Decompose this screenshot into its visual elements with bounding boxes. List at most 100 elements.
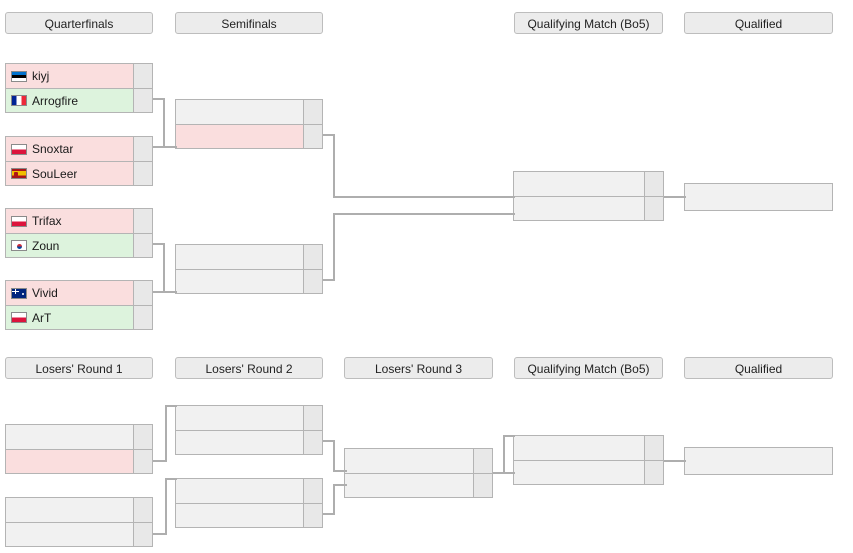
connector (163, 243, 165, 293)
opponent-slot (514, 461, 644, 484)
match-row[interactable]: Snoxtar (6, 137, 152, 161)
connector (323, 440, 335, 442)
round-header-quarterfinals: Quarterfinals (5, 12, 153, 34)
match-row[interactable] (345, 473, 492, 497)
match-row[interactable] (176, 479, 322, 503)
connector (333, 213, 515, 215)
match-qualifying-lower[interactable] (513, 435, 664, 485)
match-row[interactable] (6, 425, 152, 449)
opponent-slot: kiyj (6, 64, 133, 88)
opponent-slot (345, 449, 473, 473)
round-header-qualified-lower: Qualified (684, 357, 833, 379)
poland-flag (11, 143, 27, 155)
opponent-slot: Zoun (6, 234, 133, 257)
slot-qualified-upper[interactable] (684, 183, 833, 211)
match-row[interactable]: kiyj (6, 64, 152, 88)
connector (165, 478, 177, 480)
match-row[interactable] (6, 498, 152, 522)
match-row[interactable] (345, 449, 492, 473)
round-header-qualifying-match-lower: Qualifying Match (Bo5) (514, 357, 663, 379)
match-semifinal-1[interactable] (175, 99, 323, 149)
opponent-name: Zoun (32, 238, 60, 253)
match-losers-round-1-match-1[interactable] (5, 424, 153, 474)
opponent-slot (176, 479, 303, 503)
match-row[interactable] (514, 460, 663, 484)
match-quarterfinal-1[interactable]: kiyj Arrogfire (5, 63, 153, 113)
opponent-slot (6, 425, 133, 449)
score-cell (133, 234, 152, 257)
match-row[interactable] (176, 100, 322, 124)
opponent-slot (176, 270, 303, 293)
connector (163, 98, 165, 148)
match-row[interactable] (685, 448, 832, 474)
connector (493, 472, 515, 474)
score-cell (303, 479, 322, 503)
match-row[interactable] (176, 406, 322, 430)
match-row[interactable] (176, 124, 322, 148)
match-row[interactable] (176, 245, 322, 269)
score-cell (644, 436, 663, 460)
opponent-slot (176, 100, 303, 124)
opponent-slot: Trifax (6, 209, 133, 233)
connector (503, 435, 505, 473)
match-row[interactable]: SouLeer (6, 161, 152, 185)
opponent-slot (6, 450, 133, 473)
opponent-slot (514, 436, 644, 460)
match-row[interactable]: Trifax (6, 209, 152, 233)
connector (333, 213, 335, 281)
opponent-slot (6, 523, 133, 546)
match-row[interactable]: Arrogfire (6, 88, 152, 112)
score-cell (133, 450, 152, 473)
match-losers-round-3-match-1[interactable] (344, 448, 493, 498)
score-cell (133, 306, 152, 329)
match-row[interactable] (514, 172, 663, 196)
connector (153, 146, 165, 148)
match-losers-round-2-match-2[interactable] (175, 478, 323, 528)
match-row[interactable] (6, 522, 152, 546)
match-quarterfinal-3[interactable]: Trifax Zoun (5, 208, 153, 258)
score-cell (303, 406, 322, 430)
opponent-name: SouLeer (32, 166, 78, 181)
round-header-losers-round-1: Losers' Round 1 (5, 357, 153, 379)
match-row[interactable]: Vivid (6, 281, 152, 305)
slot-qualified-lower[interactable] (684, 447, 833, 475)
match-row[interactable] (685, 184, 832, 210)
score-cell (133, 162, 152, 185)
connector (165, 405, 177, 407)
connector (163, 291, 177, 293)
connector (333, 440, 335, 472)
opponent-slot (685, 448, 832, 474)
opponent-slot (685, 184, 832, 210)
match-row[interactable] (176, 430, 322, 454)
connector (323, 134, 335, 136)
opponent-slot: SouLeer (6, 162, 133, 185)
australia-flag (11, 287, 27, 299)
score-cell (133, 137, 152, 161)
opponent-slot (176, 406, 303, 430)
match-quarterfinal-2[interactable]: Snoxtar SouLeer (5, 136, 153, 186)
score-cell (133, 523, 152, 546)
match-row[interactable] (176, 503, 322, 527)
match-row[interactable] (514, 436, 663, 460)
connector (333, 484, 335, 514)
match-quarterfinal-4[interactable]: Vivid ArT (5, 280, 153, 330)
match-losers-round-2-match-1[interactable] (175, 405, 323, 455)
connector (333, 470, 347, 472)
opponent-slot (6, 498, 133, 522)
connector (165, 478, 167, 534)
match-row[interactable] (176, 269, 322, 293)
round-header-losers-round-3: Losers' Round 3 (344, 357, 493, 379)
opponent-name: Vivid (32, 286, 58, 300)
match-row[interactable] (6, 449, 152, 473)
connector (153, 98, 165, 100)
match-semifinal-2[interactable] (175, 244, 323, 294)
connector (664, 196, 686, 198)
score-cell (644, 197, 663, 220)
match-row[interactable] (514, 196, 663, 220)
match-row[interactable]: ArT (6, 305, 152, 329)
match-qualifying-upper[interactable] (513, 171, 664, 221)
connector (503, 435, 515, 437)
match-losers-round-1-match-2[interactable] (5, 497, 153, 547)
score-cell (133, 89, 152, 112)
match-row[interactable]: Zoun (6, 233, 152, 257)
